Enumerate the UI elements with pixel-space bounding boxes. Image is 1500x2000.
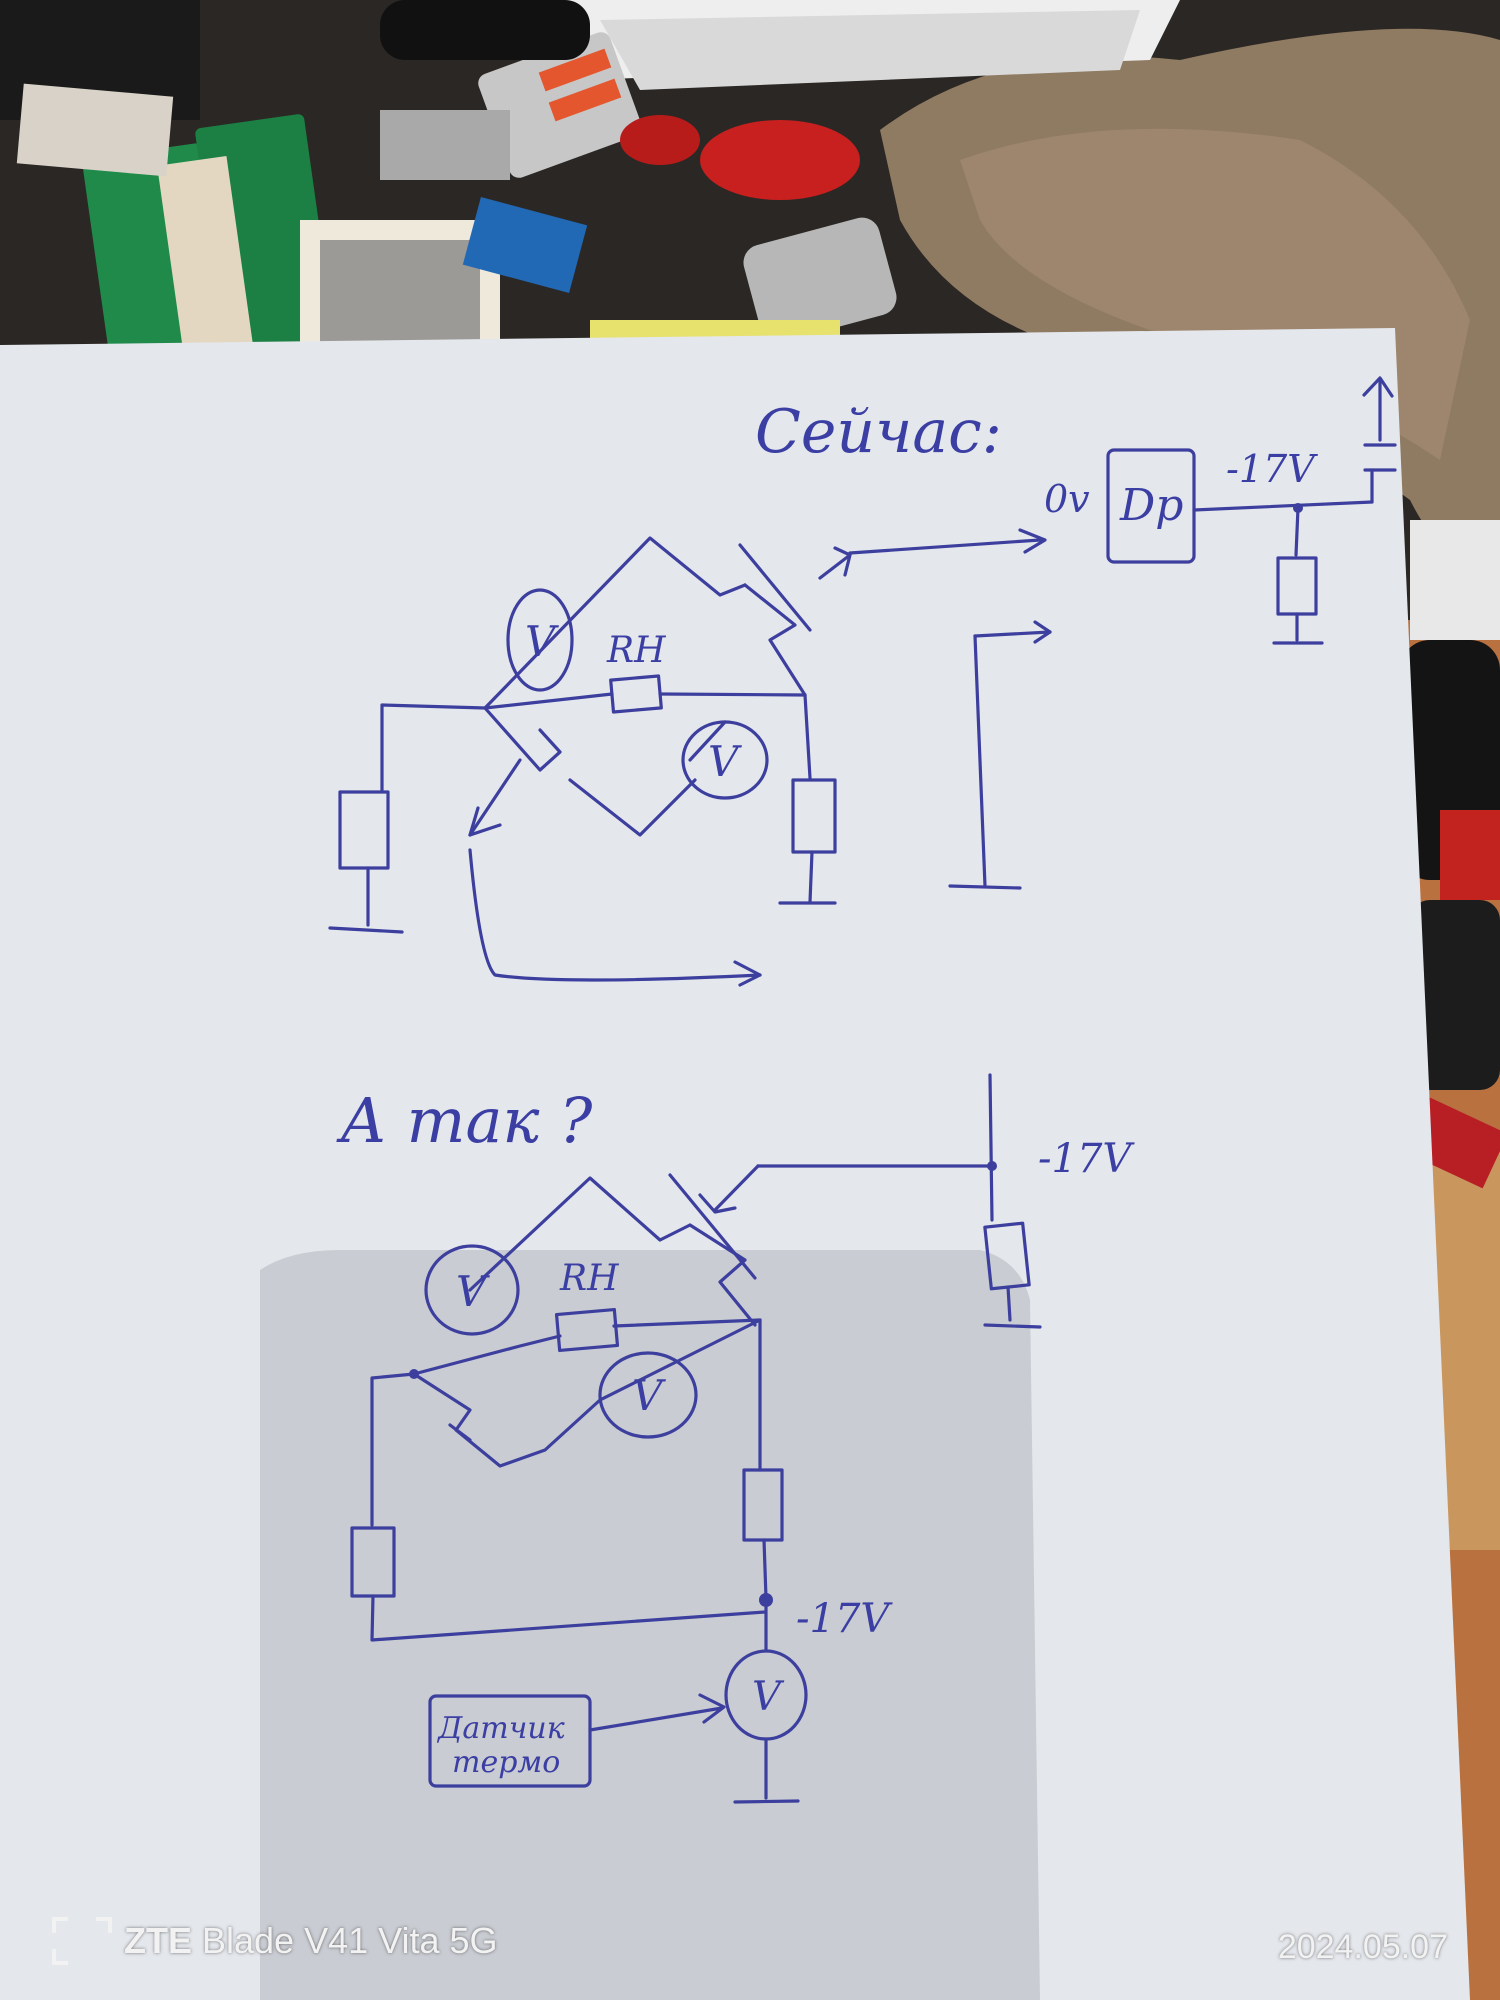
phone-shadow bbox=[260, 1250, 1040, 2000]
bottom-voltmeter-2-label: V bbox=[632, 1371, 666, 1420]
sensor-label-line1: Датчик bbox=[436, 1711, 565, 1746]
camera-watermark: ZTE Blade V41 Vita 5G bbox=[50, 1915, 498, 1967]
top-voltmeter-2-label: V bbox=[708, 737, 742, 786]
watermark-model: Blade V41 Vita 5G bbox=[202, 1920, 498, 1961]
bottom-supply-label-a: -17V bbox=[1038, 1136, 1135, 1182]
top-dp-label: Dp bbox=[1119, 480, 1183, 531]
bottom-voltmeter-1-label: V bbox=[456, 1267, 490, 1316]
bottom-rh-label: RH bbox=[559, 1258, 619, 1299]
top-heading: Сейчас: bbox=[755, 397, 1002, 467]
top-schematic: Сейчас: RH V V bbox=[328, 376, 1397, 987]
top-0v-label: 0v bbox=[1044, 477, 1090, 521]
top-supply-label: -17V bbox=[1226, 447, 1318, 491]
frame-corner-icon bbox=[52, 1917, 112, 1965]
bottom-heading: А так ? bbox=[336, 1084, 593, 1157]
top-voltmeter-1-label: V bbox=[525, 617, 559, 666]
bottom-supply-label-b: -17V bbox=[796, 1596, 893, 1642]
paper-surface bbox=[0, 328, 1470, 2000]
watermark-date: 2024.05.07 bbox=[1277, 1928, 1448, 1966]
sensor-label-line2: термо bbox=[452, 1745, 560, 1780]
top-rh-label: RH bbox=[606, 630, 666, 671]
watermark-brand: ZTE bbox=[124, 1920, 192, 1961]
bottom-schematic: А так ? -17V RH V V bbox=[336, 1073, 1135, 1804]
bottom-voltmeter-3-label: V bbox=[752, 1674, 785, 1720]
